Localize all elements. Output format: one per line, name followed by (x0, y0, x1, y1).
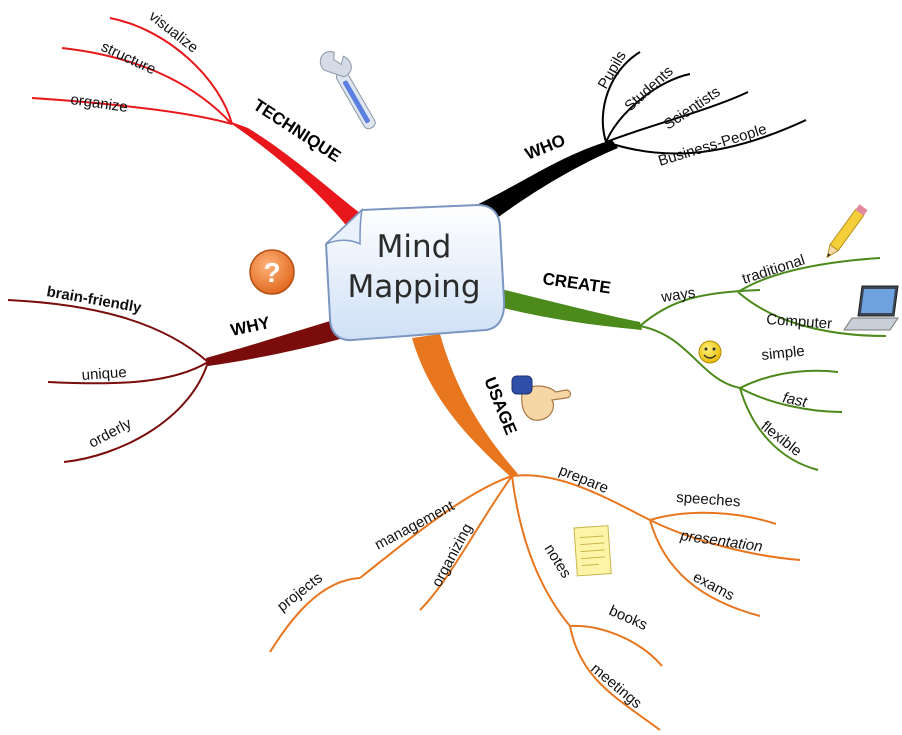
why-twig-unique (47, 361, 209, 385)
usage-trunk (412, 334, 518, 478)
pointing-hand-icon (511, 375, 572, 421)
create-twig-simple (739, 369, 839, 389)
branch-create: CREATE ways traditional Computer simple … (488, 252, 887, 471)
center-note-fold (325, 207, 364, 246)
create-twig-fast (739, 387, 843, 413)
usage-twig-speeches (649, 511, 777, 525)
usage-child-meetings: meetings (587, 660, 645, 712)
usage-child-books: books (606, 602, 649, 634)
why-child-unique: unique (81, 364, 127, 384)
usage-prepare-label: prepare (557, 462, 611, 497)
usage-child-presentation: presentation (678, 527, 763, 555)
create-ways-label: ways (659, 284, 696, 306)
branch-usage: USAGE prepare speeches presentation exam… (269, 334, 801, 731)
usage-twig-prepare (511, 474, 651, 521)
usage-twig-meetings (569, 625, 661, 731)
smiley-icon (698, 340, 722, 364)
create-trunk (488, 286, 642, 330)
who-twigs (601, 51, 807, 155)
usage-twig-organizing (419, 475, 513, 611)
pencil-icon (826, 204, 868, 259)
technique-twig-visualize (109, 17, 233, 125)
create-label: CREATE (541, 269, 612, 297)
who-twig-scientists (605, 91, 749, 143)
why-twigs (7, 299, 209, 463)
notepad-icon (573, 525, 612, 577)
technique-child-visualize: visualize (146, 8, 202, 57)
who-trunk (470, 140, 618, 228)
technique-child-organize: organize (69, 91, 128, 116)
why-child-orderly: orderly (86, 415, 135, 452)
technique-twig-structure (61, 47, 233, 125)
usage-child-speeches: speeches (676, 489, 741, 510)
usage-twig-projects (269, 577, 361, 653)
create-twigs (639, 257, 887, 471)
center-title-line1: Mind (377, 229, 452, 265)
why-label: WHY (229, 313, 272, 340)
branch-why: WHY brain-friendly unique orderly (7, 283, 344, 463)
create-child-computer: Computer (766, 311, 833, 333)
center-note-shape (324, 203, 506, 342)
branch-who: WHO Pupils Students Scientists Business-… (470, 48, 807, 228)
create-twig-computer (737, 291, 887, 337)
technique-twig-organize (31, 97, 233, 125)
svg-text:?: ? (263, 257, 280, 288)
why-trunk (206, 318, 344, 366)
why-twig-orderly (63, 361, 209, 463)
create-twig-traditional (737, 257, 881, 293)
create-twig-main (639, 325, 741, 389)
create-child-fast: fast (781, 389, 809, 411)
technique-label: TECHNIQUE (250, 95, 344, 165)
who-child-students: Students (621, 63, 676, 115)
who-child-pupils: Pupils (595, 48, 630, 92)
usage-twig-presentation (649, 519, 801, 561)
technique-child-structure: structure (98, 38, 158, 78)
usage-twig-management (359, 475, 513, 579)
usage-management-label: management (372, 497, 458, 554)
technique-twigs (31, 17, 233, 125)
usage-child-projects: projects (274, 569, 326, 615)
usage-twigs (269, 474, 801, 731)
create-child-simple: simple (761, 343, 806, 364)
question-icon: ? (249, 249, 295, 295)
usage-twig-notes (511, 475, 571, 627)
laptop-icon (843, 285, 899, 331)
wrench-icon (319, 51, 376, 130)
create-child-flexible: flexible (758, 418, 805, 460)
who-twig-business (605, 119, 807, 155)
why-twig-brain-friendly (7, 299, 209, 363)
technique-trunk (226, 120, 380, 240)
who-child-scientists: Scientists (661, 83, 724, 133)
usage-notes-label: notes (541, 541, 575, 581)
who-twig-students (605, 73, 691, 143)
usage-twig-exams (649, 519, 761, 617)
create-twig-flexible (739, 387, 819, 471)
why-child-brain-friendly: brain-friendly (45, 283, 143, 316)
center-title-line2: Mapping (347, 269, 480, 305)
create-child-traditional: traditional (740, 252, 807, 288)
usage-organizing-label: organizing (429, 521, 477, 590)
usage-twig-books (569, 624, 663, 667)
branch-technique: TECHNIQUE visualize structure organize (31, 8, 380, 240)
who-label: WHO (522, 131, 568, 164)
center-node: Mind Mapping (324, 203, 506, 342)
who-twig-pupils (601, 51, 641, 143)
